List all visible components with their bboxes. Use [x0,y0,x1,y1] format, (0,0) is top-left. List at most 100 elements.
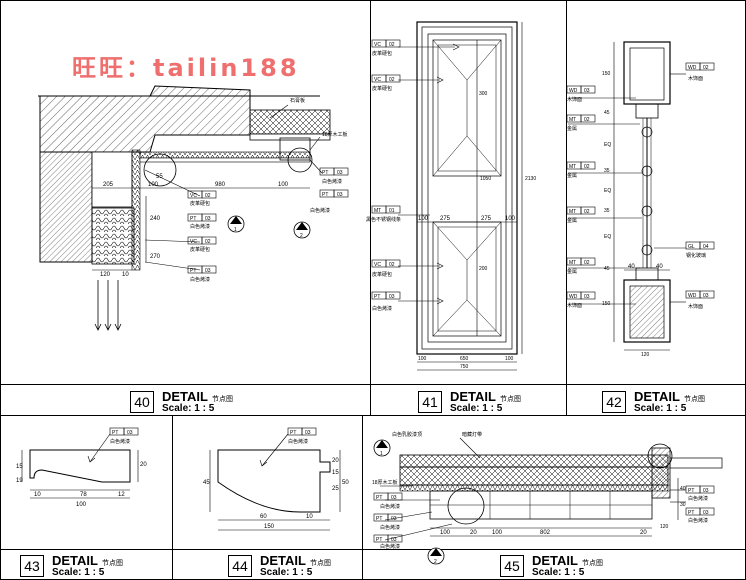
tag-code: 03 [305,430,311,436]
dim-label: 20 [332,458,339,464]
dim-label: 300 [479,91,488,97]
dim-label: 2130 [525,176,536,182]
dim-label: 150 [602,71,611,77]
note-wood: 木饰面 [688,75,703,82]
tag-code: 02 [205,193,211,199]
tag-vc: VC [190,239,197,245]
detail-40-drawing [38,85,331,331]
dim-label: 100 [505,356,514,362]
tag-code: 02 [389,262,395,268]
tag-code: 01 [389,208,395,214]
dim-label: 20 [640,530,647,536]
note-paint: 白色烤漆 [310,207,330,214]
detail-42-tags: WD 03 木饰面 MT 02 金属 MT 02 金属 MT 02 金属 MT … [566,62,715,358]
dim-label: 15 [332,470,339,476]
note-ceiling: 白色乳胶漆顶 [392,431,422,438]
tag-vc: VC [374,77,381,83]
section-symbol-number: 2 [434,559,437,565]
tag-pt: PT [290,430,296,436]
note-wood: 木饰面 [688,303,703,310]
dim-label: 10 [34,492,41,498]
note-leather: 皮革硬包 [372,50,392,57]
dim-label: 40 [680,486,686,492]
detail-40-section-symbols: 1 2 [227,215,311,239]
detail-41-tags: VC 02 皮革硬包 VC 02 皮革硬包 MT 01 黑色不锈钢线条 VC 0… [366,39,536,370]
tag-mt: MT [569,164,576,170]
tag-pt: PT [190,268,196,274]
tag-code: 02 [584,260,590,266]
detail-scale: Scale: 1 : 5 [52,567,105,578]
detail-sublabel: 节点图 [309,560,331,567]
dim-label: 45 [604,266,610,272]
note-paint: 白色烤漆 [190,223,210,230]
watermark-text: 旺旺：tailin188 [72,54,300,82]
dim-label: 100 [76,502,87,508]
detail-scale: Scale: 1 : 5 [532,567,585,578]
dim-label: 100 [418,356,427,362]
tag-code: 02 [389,77,395,83]
detail-number: 45 [500,555,524,577]
detail-number: 41 [418,391,442,413]
note-metal: 金属 [567,217,577,224]
note-metal: 金属 [567,172,577,179]
detail-number: 40 [130,391,154,413]
detail-44-tags: PT 03 白色烤漆 60 10 150 45 20 15 25 50 [203,427,349,530]
detail-40-tags: VC 02 皮革硬包 PT 03 白色烤漆 VC 02 皮革硬包 PT 03 白… [100,97,349,283]
tag-code: 02 [205,239,211,245]
detail-scale: Scale: 1 : 5 [162,403,215,414]
detail-scale: Scale: 1 : 5 [450,403,503,414]
tag-wd: WD [569,294,578,300]
note-board: 18厚木工板 [372,479,398,486]
dim-label: 12 [118,492,125,498]
dim-label: 270 [150,254,161,260]
detail-number: 43 [20,555,44,577]
note-paint: 白色烤漆 [372,305,392,312]
note-paint: 白色烤漆 [688,517,708,524]
tag-vc: VC [374,42,381,48]
note-leather: 皮革硬包 [190,200,210,207]
tag-code: 02 [584,209,590,215]
tag-pt: PT [322,170,328,176]
tag-mt: MT [374,208,381,214]
tag-code: 03 [703,293,709,299]
tag-code: 03 [703,488,709,494]
detail-label: DETAIL [634,389,680,404]
dim-label: 78 [80,492,87,498]
section-symbol-number: 1 [380,451,383,457]
tag-code: 03 [337,170,343,176]
tag-pt: PT [322,192,328,198]
dim-label: 100 [418,216,429,222]
note-plaster: 石膏板 [290,97,305,104]
dim-label: 275 [481,216,492,222]
tag-mt: MT [569,209,576,215]
tag-pt: PT [376,516,382,522]
tag-mt: MT [569,260,576,266]
tag-code: 03 [584,294,590,300]
tag-code: 02 [389,42,395,48]
dim-label: 240 [150,216,161,222]
note-metal: 金属 [567,268,577,275]
dim-label: 60 [260,514,267,520]
tag-gl: GL [688,244,695,250]
detail-sublabel: 节点图 [211,396,233,403]
detail-sublabel: 节点图 [101,560,123,567]
dim-label: 802 [540,530,551,536]
dim-label: 120 [660,524,669,530]
tag-code: 02 [703,65,709,71]
dim-label: EQ [604,142,611,148]
dim-label: 100 [148,182,159,188]
dim-label: 20 [470,530,477,536]
dim-label: 100 [278,182,289,188]
dim-label: 45 [604,110,610,116]
detail-sublabel: 节点图 [499,396,521,403]
tag-mt: MT [569,117,576,123]
note-paint: 白色烤漆 [288,438,308,445]
dim-label: 275 [440,216,451,222]
dim-label: 120 [100,272,111,278]
dim-label: 120 [641,352,650,358]
note-leather: 皮革硬包 [190,246,210,253]
detail-scale: Scale: 1 : 5 [634,403,687,414]
tag-code: 03 [391,537,397,543]
tag-code: 04 [703,244,709,250]
dim-label: 20 [140,462,147,468]
